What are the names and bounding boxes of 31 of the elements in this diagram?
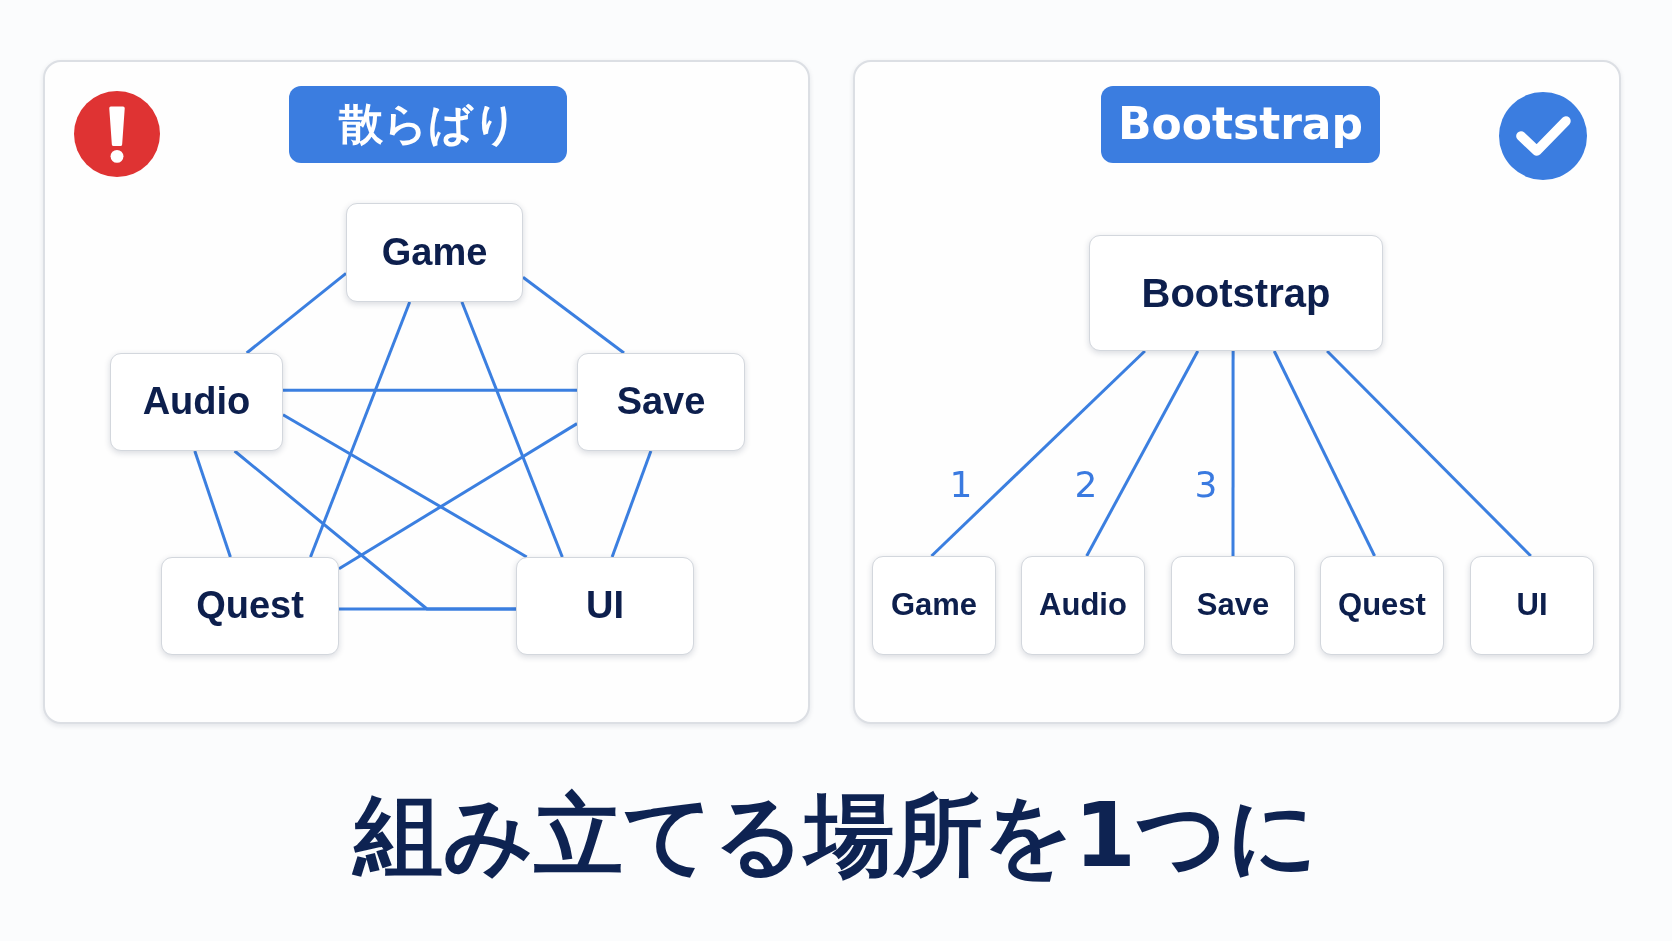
module-box: Quest <box>161 557 339 655</box>
connector-line <box>1085 350 1200 557</box>
connector-line <box>522 276 625 355</box>
connector-line <box>309 301 412 558</box>
connector-line <box>339 607 516 611</box>
module-box: Save <box>1171 556 1295 655</box>
connector-line <box>338 422 578 571</box>
module-box: Game <box>346 203 523 302</box>
module-box: Audio <box>110 353 283 451</box>
title-badge: Bootstrap <box>1101 86 1380 163</box>
connector-line <box>283 388 577 392</box>
connector-line <box>610 450 653 558</box>
panel-card <box>853 60 1621 724</box>
module-box: UI <box>516 557 694 655</box>
bootstrap-box: Bootstrap <box>1089 235 1383 351</box>
connector-line <box>460 301 564 558</box>
connector-line <box>1272 350 1376 557</box>
module-box: Game <box>872 556 996 655</box>
connector-line <box>1326 349 1532 558</box>
module-box: UI <box>1470 556 1594 655</box>
caption-text: 組み立てる場所を1つに <box>354 789 1318 883</box>
module-box: Save <box>577 353 745 451</box>
title-badge: 散らばり <box>289 86 567 163</box>
connector-line <box>930 349 1146 558</box>
connector-line <box>245 272 347 355</box>
panel-card <box>43 60 810 724</box>
connector-line <box>1231 351 1235 556</box>
module-box: Quest <box>1320 556 1444 655</box>
connector-line <box>193 450 232 558</box>
module-box: Audio <box>1021 556 1145 655</box>
connector-line <box>282 413 528 559</box>
